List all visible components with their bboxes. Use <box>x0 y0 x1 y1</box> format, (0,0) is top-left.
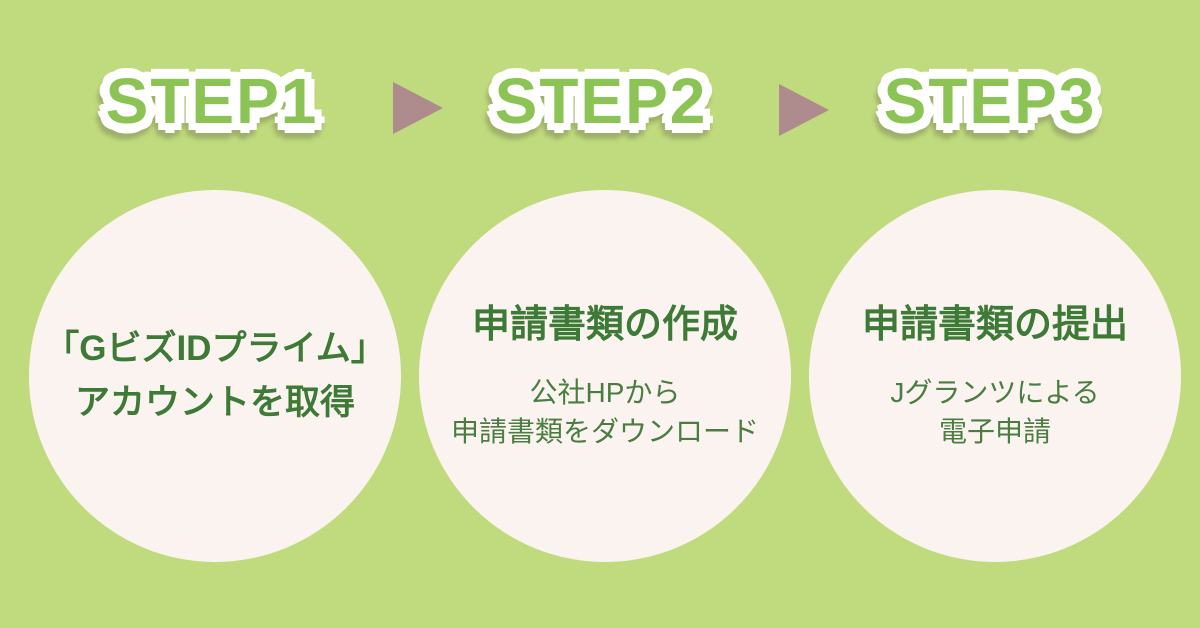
step2-title: 申請書類の作成 <box>471 304 738 347</box>
step2-circle: 申請書類の作成 公社HPから 申請書類をダウンロード <box>419 190 791 562</box>
step1-title: 「GビズIDプライム」 アカウントを取得 <box>44 328 386 422</box>
arrow-right-icon <box>779 84 829 136</box>
step3-heading: STEP3 <box>877 58 1102 144</box>
step3-subtitle: Jグランツによる 電子申請 <box>890 376 1100 447</box>
step2-subtitle: 公社HPから 申請書類をダウンロード <box>450 376 759 447</box>
step3-circle: 申請書類の提出 Jグランツによる 電子申請 <box>809 190 1181 562</box>
arrow-right-icon <box>393 82 443 134</box>
step3-title: 申請書類の提出 <box>861 304 1128 347</box>
step1-circle: 「GビズIDプライム」 アカウントを取得 <box>29 190 401 562</box>
step2-heading: STEP2 <box>488 58 713 144</box>
step1-heading: STEP1 <box>99 58 324 144</box>
